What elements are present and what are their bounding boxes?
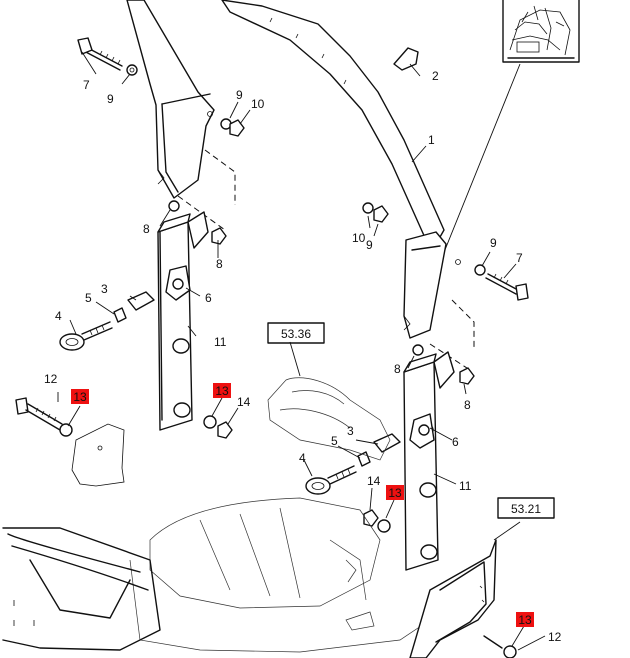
callout-7: 7 [83,78,90,92]
callout-4: 4 [55,309,62,323]
callout-9: 9 [236,88,243,102]
reference-box-53-21: 53.21 [497,497,555,519]
callout-6: 6 [452,435,459,449]
reference-box-53-36: 53.36 [267,322,325,344]
callout-13-highlighted: 13 [71,389,89,404]
callout-9: 9 [107,92,114,106]
callout-11: 11 [214,335,227,349]
callouts: 1 2 3 4 5 6 7 8 8 9 9 10 11 12 13 13 14 … [44,69,562,644]
side-plate-left [71,423,125,487]
inset-thumbnail [502,0,580,63]
callout-3: 3 [101,282,108,296]
callout-1: 1 [428,133,435,147]
callout-7: 7 [516,251,523,265]
callout-13-highlighted: 13 [516,612,534,627]
callout-5: 5 [331,434,338,448]
callout-13-highlighted: 13 [386,485,404,500]
callout-3: 3 [347,424,354,438]
callout-5: 5 [85,291,92,305]
callout-12: 12 [548,630,562,644]
callout-4: 4 [299,451,306,465]
leader-lines [57,51,546,651]
svg-text:13: 13 [518,613,532,627]
right-lower-post [403,344,455,571]
rops-left-upright [126,0,236,231]
callout-14: 14 [237,395,251,409]
inset-leader-line [431,63,521,283]
callout-8: 8 [464,398,471,412]
svg-text:13: 13 [388,486,402,500]
callout-9: 9 [490,236,497,250]
left-lower-post [157,200,209,431]
callout-2: 2 [432,69,439,83]
svg-text:13: 13 [73,390,87,404]
callout-11: 11 [459,479,472,493]
callout-8: 8 [143,222,150,236]
ref-53-21-label: 53.21 [511,502,541,516]
rops-main-hoop [221,0,475,371]
ref-53-36-label: 53.36 [281,327,311,341]
callout-14: 14 [367,474,381,488]
svg-text:13: 13 [215,384,229,398]
callout-13-highlighted: 13 [213,383,231,398]
callout-9: 9 [366,238,373,252]
callout-10: 10 [352,231,366,245]
callout-10: 10 [251,97,265,111]
seat-and-floor [2,377,497,658]
callout-12: 12 [44,372,58,386]
callout-8: 8 [394,362,401,376]
callout-6: 6 [205,291,212,305]
callout-8: 8 [216,257,223,271]
fasteners [15,37,529,658]
